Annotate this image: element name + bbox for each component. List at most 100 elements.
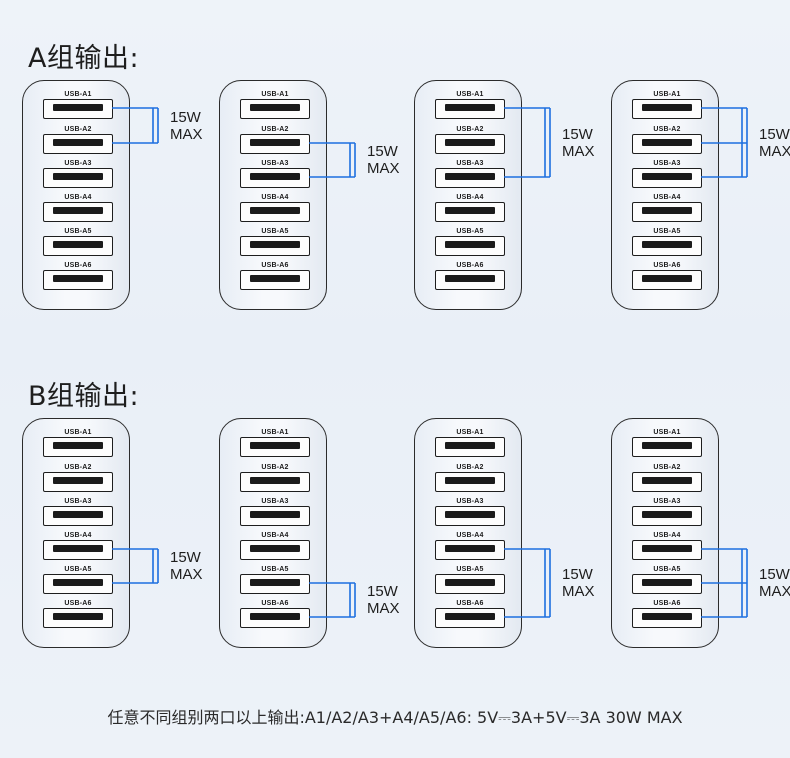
group-title-b: B组输出: <box>28 381 140 412</box>
usb-a-port <box>632 202 702 222</box>
port-label: USB-A4 <box>653 194 681 201</box>
port-tongue <box>642 207 692 214</box>
port-tongue <box>642 241 692 248</box>
port-label: USB-A5 <box>64 228 92 235</box>
power-limit-watts: 15W <box>170 549 201 566</box>
port-tongue <box>445 545 495 552</box>
power-limit-max: MAX <box>562 583 595 600</box>
usb-a-port <box>43 574 113 594</box>
usb-a-port <box>240 608 310 628</box>
port-tongue <box>250 241 300 248</box>
usb-a-port <box>632 472 702 492</box>
port-tongue <box>642 579 692 586</box>
power-limit-max: MAX <box>367 600 400 617</box>
port-label: USB-A2 <box>261 464 289 471</box>
port-tongue <box>53 275 103 282</box>
port-tongue <box>250 613 300 620</box>
usb-a-port <box>240 99 310 119</box>
usb-a-port <box>632 608 702 628</box>
port-tongue <box>250 477 300 484</box>
port-label: USB-A2 <box>261 126 289 133</box>
port-tongue <box>250 207 300 214</box>
power-limit-max: MAX <box>562 142 595 160</box>
usb-a-port <box>632 437 702 457</box>
usb-a-port <box>632 168 702 188</box>
port-tongue <box>642 613 692 620</box>
port-label: USB-A3 <box>261 160 289 167</box>
port-label: USB-A2 <box>64 126 92 133</box>
port-tongue <box>53 139 103 146</box>
usb-a-port <box>632 506 702 526</box>
port-tongue <box>445 207 495 214</box>
usb-a-port <box>43 99 113 119</box>
usb-a-port <box>632 270 702 290</box>
usb-a-port <box>632 236 702 256</box>
port-tongue <box>642 104 692 111</box>
usb-a-port <box>240 134 310 154</box>
usb-a-port <box>435 540 505 560</box>
port-tongue <box>53 579 103 586</box>
port-label: USB-A2 <box>64 464 92 471</box>
port-label: USB-A4 <box>653 532 681 539</box>
port-tongue <box>250 173 300 180</box>
usb-a-port <box>435 236 505 256</box>
usb-a-port <box>435 168 505 188</box>
port-label: USB-A1 <box>261 429 289 436</box>
port-label: USB-A2 <box>456 464 484 471</box>
port-tongue <box>642 511 692 518</box>
port-tongue <box>445 477 495 484</box>
port-label: USB-A1 <box>64 429 92 436</box>
port-label: USB-A3 <box>456 160 484 167</box>
port-label: USB-A5 <box>653 566 681 573</box>
usb-a-port <box>632 99 702 119</box>
port-tongue <box>445 275 495 282</box>
power-limit-max: MAX <box>367 160 400 177</box>
usb-a-port <box>43 270 113 290</box>
power-limit-watts: 15W <box>367 583 398 600</box>
port-label: USB-A4 <box>261 194 289 201</box>
port-tongue <box>53 511 103 518</box>
usb-a-port <box>435 608 505 628</box>
port-label: USB-A1 <box>456 91 484 98</box>
port-label: USB-A4 <box>456 532 484 539</box>
power-limit-watts: 15W <box>562 125 593 143</box>
footer-note: 任意不同组别两口以上输出:A1/A2/A3+A4/A5/A6: 5V⎓3A+5V… <box>107 708 683 727</box>
port-tongue <box>445 241 495 248</box>
port-label: USB-A3 <box>64 160 92 167</box>
port-label: USB-A5 <box>64 566 92 573</box>
port-label: USB-A5 <box>456 228 484 235</box>
power-limit-max: MAX <box>170 125 203 143</box>
port-tongue <box>53 173 103 180</box>
usb-a-port <box>240 472 310 492</box>
port-label: USB-A3 <box>456 498 484 505</box>
power-limit-watts: 15W <box>170 108 201 126</box>
port-tongue <box>642 173 692 180</box>
port-label: USB-A5 <box>653 228 681 235</box>
port-tongue <box>445 104 495 111</box>
port-tongue <box>445 139 495 146</box>
port-tongue <box>642 477 692 484</box>
port-label: USB-A6 <box>64 262 92 269</box>
port-tongue <box>53 442 103 449</box>
port-tongue <box>53 104 103 111</box>
usb-a-port <box>632 574 702 594</box>
group-title-a: A组输出: <box>28 43 140 74</box>
port-tongue <box>53 207 103 214</box>
usb-a-port <box>435 437 505 457</box>
usb-a-port <box>43 437 113 457</box>
power-limit-max: MAX <box>170 566 203 583</box>
port-tongue <box>250 104 300 111</box>
usb-a-port <box>240 236 310 256</box>
